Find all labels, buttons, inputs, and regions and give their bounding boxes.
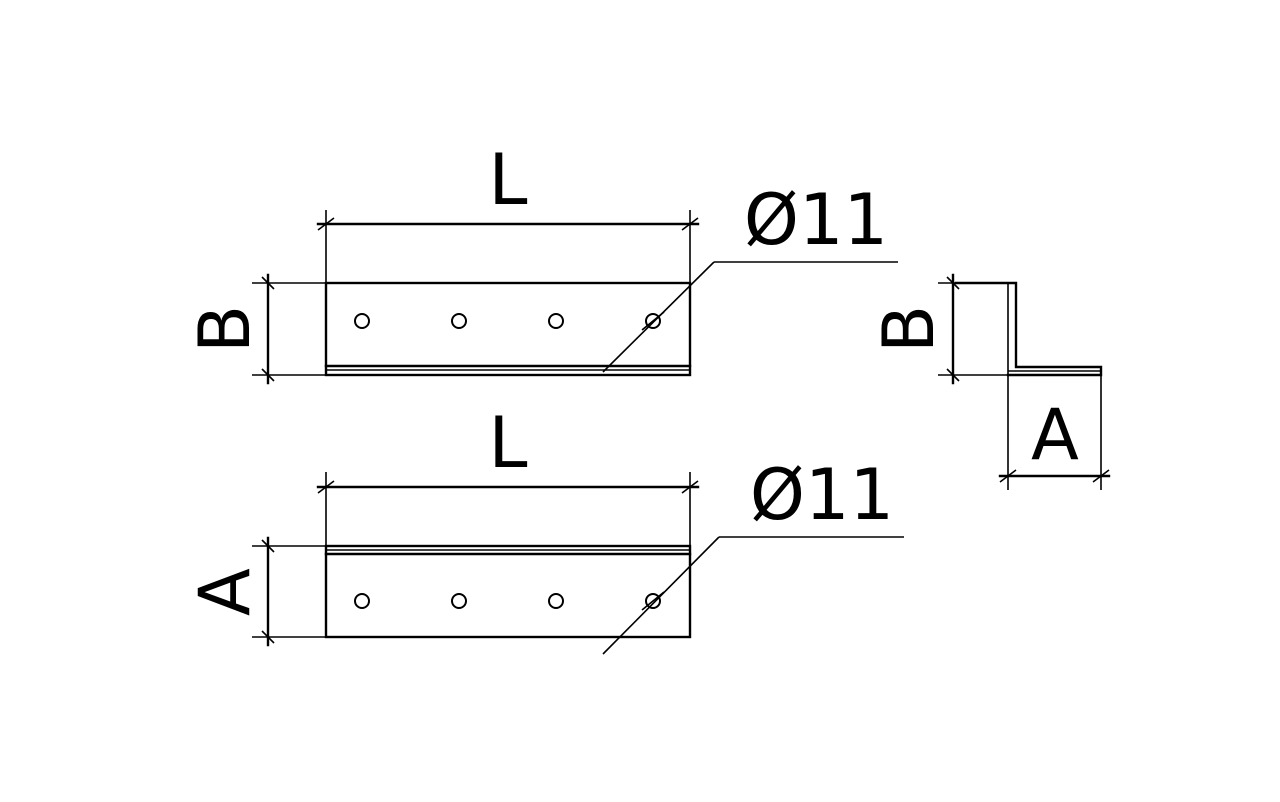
profile-height-label: B — [868, 305, 950, 353]
bottom-hole-callout: Ø11 — [602, 454, 904, 655]
top-length-label: L — [489, 139, 528, 221]
top-view-hole — [451, 313, 467, 329]
top-view: L B Ø11 — [184, 139, 898, 385]
top-view-hole — [354, 313, 370, 329]
top-height-dimension: B — [184, 273, 326, 385]
top-length-dimension: L — [316, 139, 700, 283]
bottom-height-dimension: A — [184, 536, 326, 647]
profile-height-dimension: B — [868, 273, 1008, 385]
bottom-height-label: A — [184, 568, 266, 616]
top-hole-callout: Ø11 — [602, 179, 898, 373]
top-view-hole — [548, 313, 564, 329]
profile-width-dimension: A — [998, 375, 1111, 490]
bottom-view-outline — [324, 544, 692, 639]
bottom-view-hole — [548, 593, 564, 609]
profile-width-label: A — [1031, 394, 1079, 476]
bottom-hole-label: Ø11 — [750, 454, 894, 536]
bottom-view: L A Ø11 — [184, 402, 904, 655]
top-hole-label: Ø11 — [744, 179, 888, 261]
profile-outline-outer — [954, 281, 1103, 377]
top-height-label: B — [184, 305, 266, 353]
bottom-length-label: L — [489, 402, 528, 484]
bottom-length-dimension: L — [316, 402, 700, 546]
bottom-view-hole — [451, 593, 467, 609]
top-view-outline — [324, 281, 692, 377]
profile-view: B A — [868, 273, 1111, 490]
bottom-view-hole — [354, 593, 370, 609]
